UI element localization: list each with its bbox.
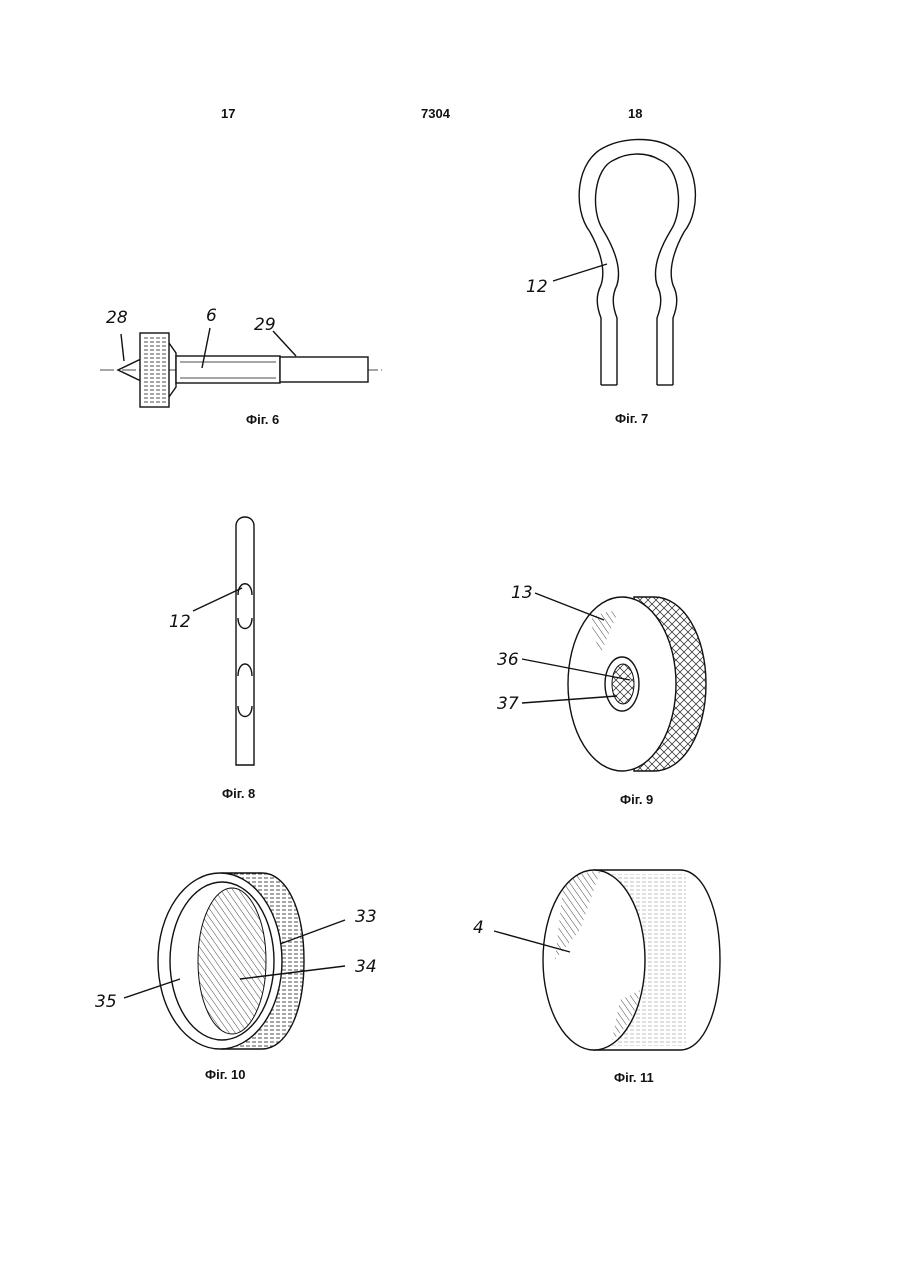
- label-13: 13: [511, 583, 533, 603]
- label-37: 37: [497, 694, 519, 714]
- figure-11-caption: Фіг. 11: [614, 1070, 654, 1085]
- label-4: 4: [473, 918, 484, 938]
- label-6: 6: [206, 306, 217, 326]
- label-12-fig8: 12: [169, 612, 191, 632]
- figure-10-ring-drawing: [124, 873, 345, 1049]
- label-36: 36: [497, 650, 519, 670]
- figure-7-caption: Фіг. 7: [615, 411, 648, 426]
- figure-6-pin-drawing: [100, 328, 382, 407]
- label-35: 35: [95, 992, 117, 1012]
- figure-8-clip-side-drawing: [193, 517, 254, 765]
- figure-10-caption: Фіг. 10: [205, 1067, 246, 1082]
- label-34: 34: [355, 957, 377, 977]
- figure-6-caption: Фіг. 6: [246, 412, 279, 427]
- label-29: 29: [254, 315, 276, 335]
- figure-7-clip-drawing: [553, 140, 695, 386]
- label-28: 28: [106, 308, 128, 328]
- figure-8-caption: Фіг. 8: [222, 786, 255, 801]
- figure-9-caption: Фіг. 9: [620, 792, 653, 807]
- label-12-fig7: 12: [526, 277, 548, 297]
- figure-11-cap-drawing: [494, 870, 720, 1050]
- figure-9-knurled-nut-drawing: [522, 593, 706, 771]
- label-33: 33: [355, 907, 377, 927]
